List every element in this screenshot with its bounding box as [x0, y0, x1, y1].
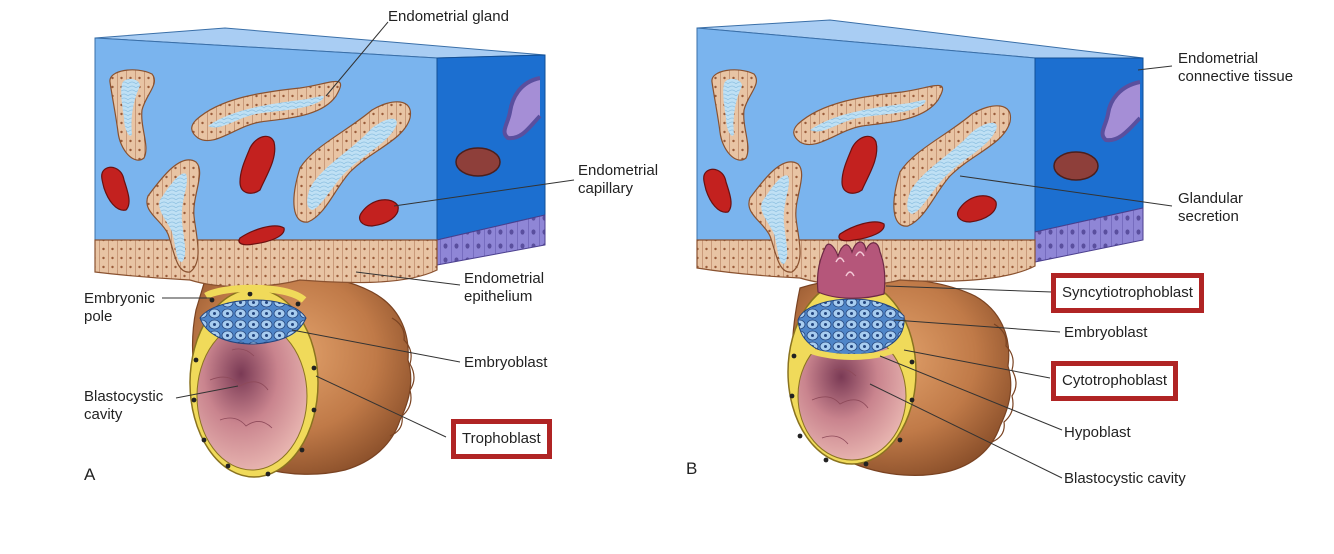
blastocyst-a: [189, 272, 415, 478]
label-endometrial-epithelium-a: Endometrial epithelium: [464, 270, 545, 305]
panel-a-diagram: [94, 21, 575, 478]
hypoblast-b: [800, 341, 907, 360]
endometrial-capillaries-b: [703, 135, 997, 242]
label-embryoblast-a: Embryoblast: [464, 354, 548, 371]
label-endometrial-gland-a: Endometrial gland: [388, 8, 509, 25]
label-hypoblast-b: Hypoblast: [1064, 424, 1131, 441]
label-endometrial-capillary-a: Endometrial capillary: [578, 162, 659, 197]
panel-b-diagram: [696, 19, 1173, 479]
endometrium-block-b: [696, 19, 1144, 299]
label-cytotrophoblast-b: Cytotrophoblast: [1050, 361, 1179, 401]
label-trophoblast-a: Trophoblast: [451, 419, 552, 459]
panel-letter-a: A: [84, 465, 96, 484]
connective-tissue-side-b: [1034, 57, 1144, 233]
capillary-side-a: [455, 147, 501, 177]
label-blastocystic-cavity-b: Blastocystic cavity: [1064, 470, 1186, 487]
label-syncytiotrophoblast-b: Syncytiotrophoblast: [1051, 273, 1204, 313]
panel-letter-b: B: [686, 459, 698, 478]
endometrial-epithelium-a: [94, 239, 438, 288]
label-glandular-secretion-b: Glandular secretion: [1178, 190, 1244, 225]
label-embryonic-pole-a: Embryonic pole: [84, 290, 155, 325]
capillary-side-b: [1053, 151, 1099, 181]
embryoblast-b: [797, 298, 905, 357]
endometrium-block-a: [94, 27, 546, 303]
endometrial-capillaries-a: [101, 135, 399, 246]
blastocyst-b: [787, 276, 1017, 476]
leader-lines-b: [869, 65, 1173, 479]
label-endometrial-connective-tissue-b: Endometrial connective tissue: [1178, 50, 1294, 85]
syncytiotrophoblast-b: [816, 241, 886, 299]
label-blastocystic-cavity-a: Blastocystic cavity: [84, 388, 164, 423]
label-embryoblast-b: Embryoblast: [1064, 324, 1148, 341]
leader-lines-a: [162, 21, 575, 438]
